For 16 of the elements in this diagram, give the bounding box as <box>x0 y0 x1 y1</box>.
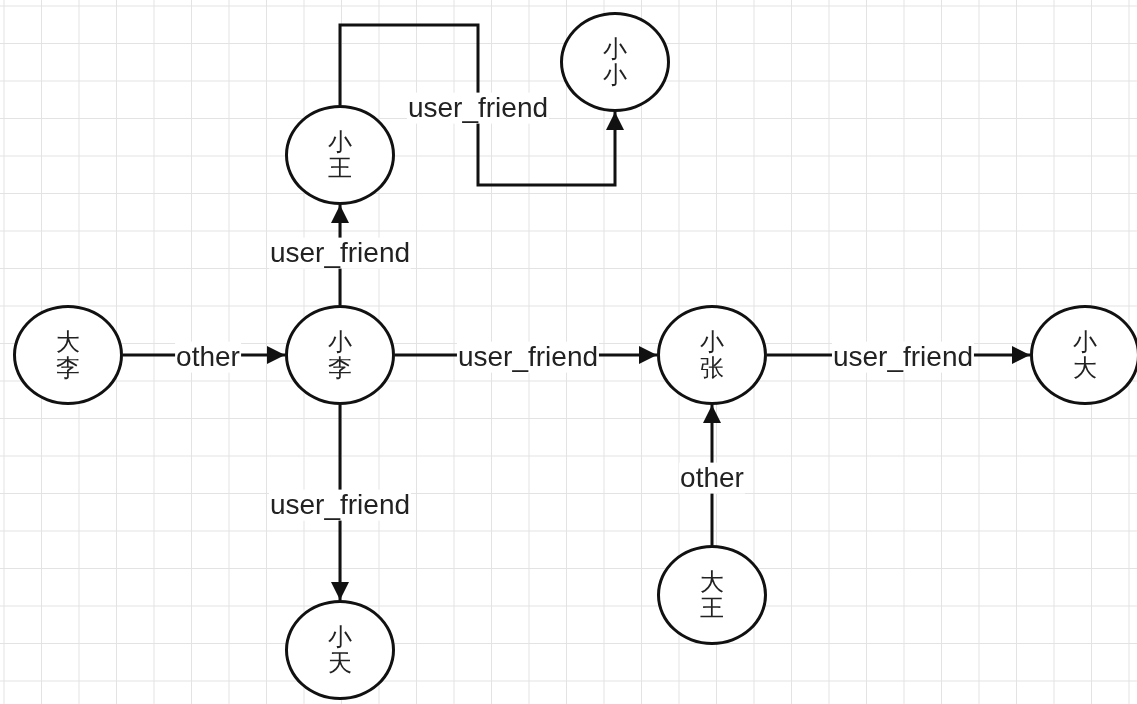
node-name: 大王 <box>700 568 724 622</box>
node-name: 小大 <box>1073 328 1097 382</box>
node-name: 小天 <box>328 623 352 677</box>
edge-label: other <box>175 341 241 373</box>
edge-label: user_friend <box>831 341 975 373</box>
node-name: 小李 <box>328 328 352 382</box>
node-name: 小王 <box>328 128 352 182</box>
edge-label: user_friend <box>456 341 600 373</box>
edge-label: other <box>679 462 745 494</box>
arrow <box>338 23 624 187</box>
node-name: 小张 <box>700 328 724 382</box>
node-name: 小小 <box>603 35 627 89</box>
edge-label: user_friend <box>268 237 412 269</box>
edge-label: user_friend <box>268 489 412 521</box>
node-name: 大李 <box>56 328 80 382</box>
edge-label: user_friend <box>406 92 550 124</box>
